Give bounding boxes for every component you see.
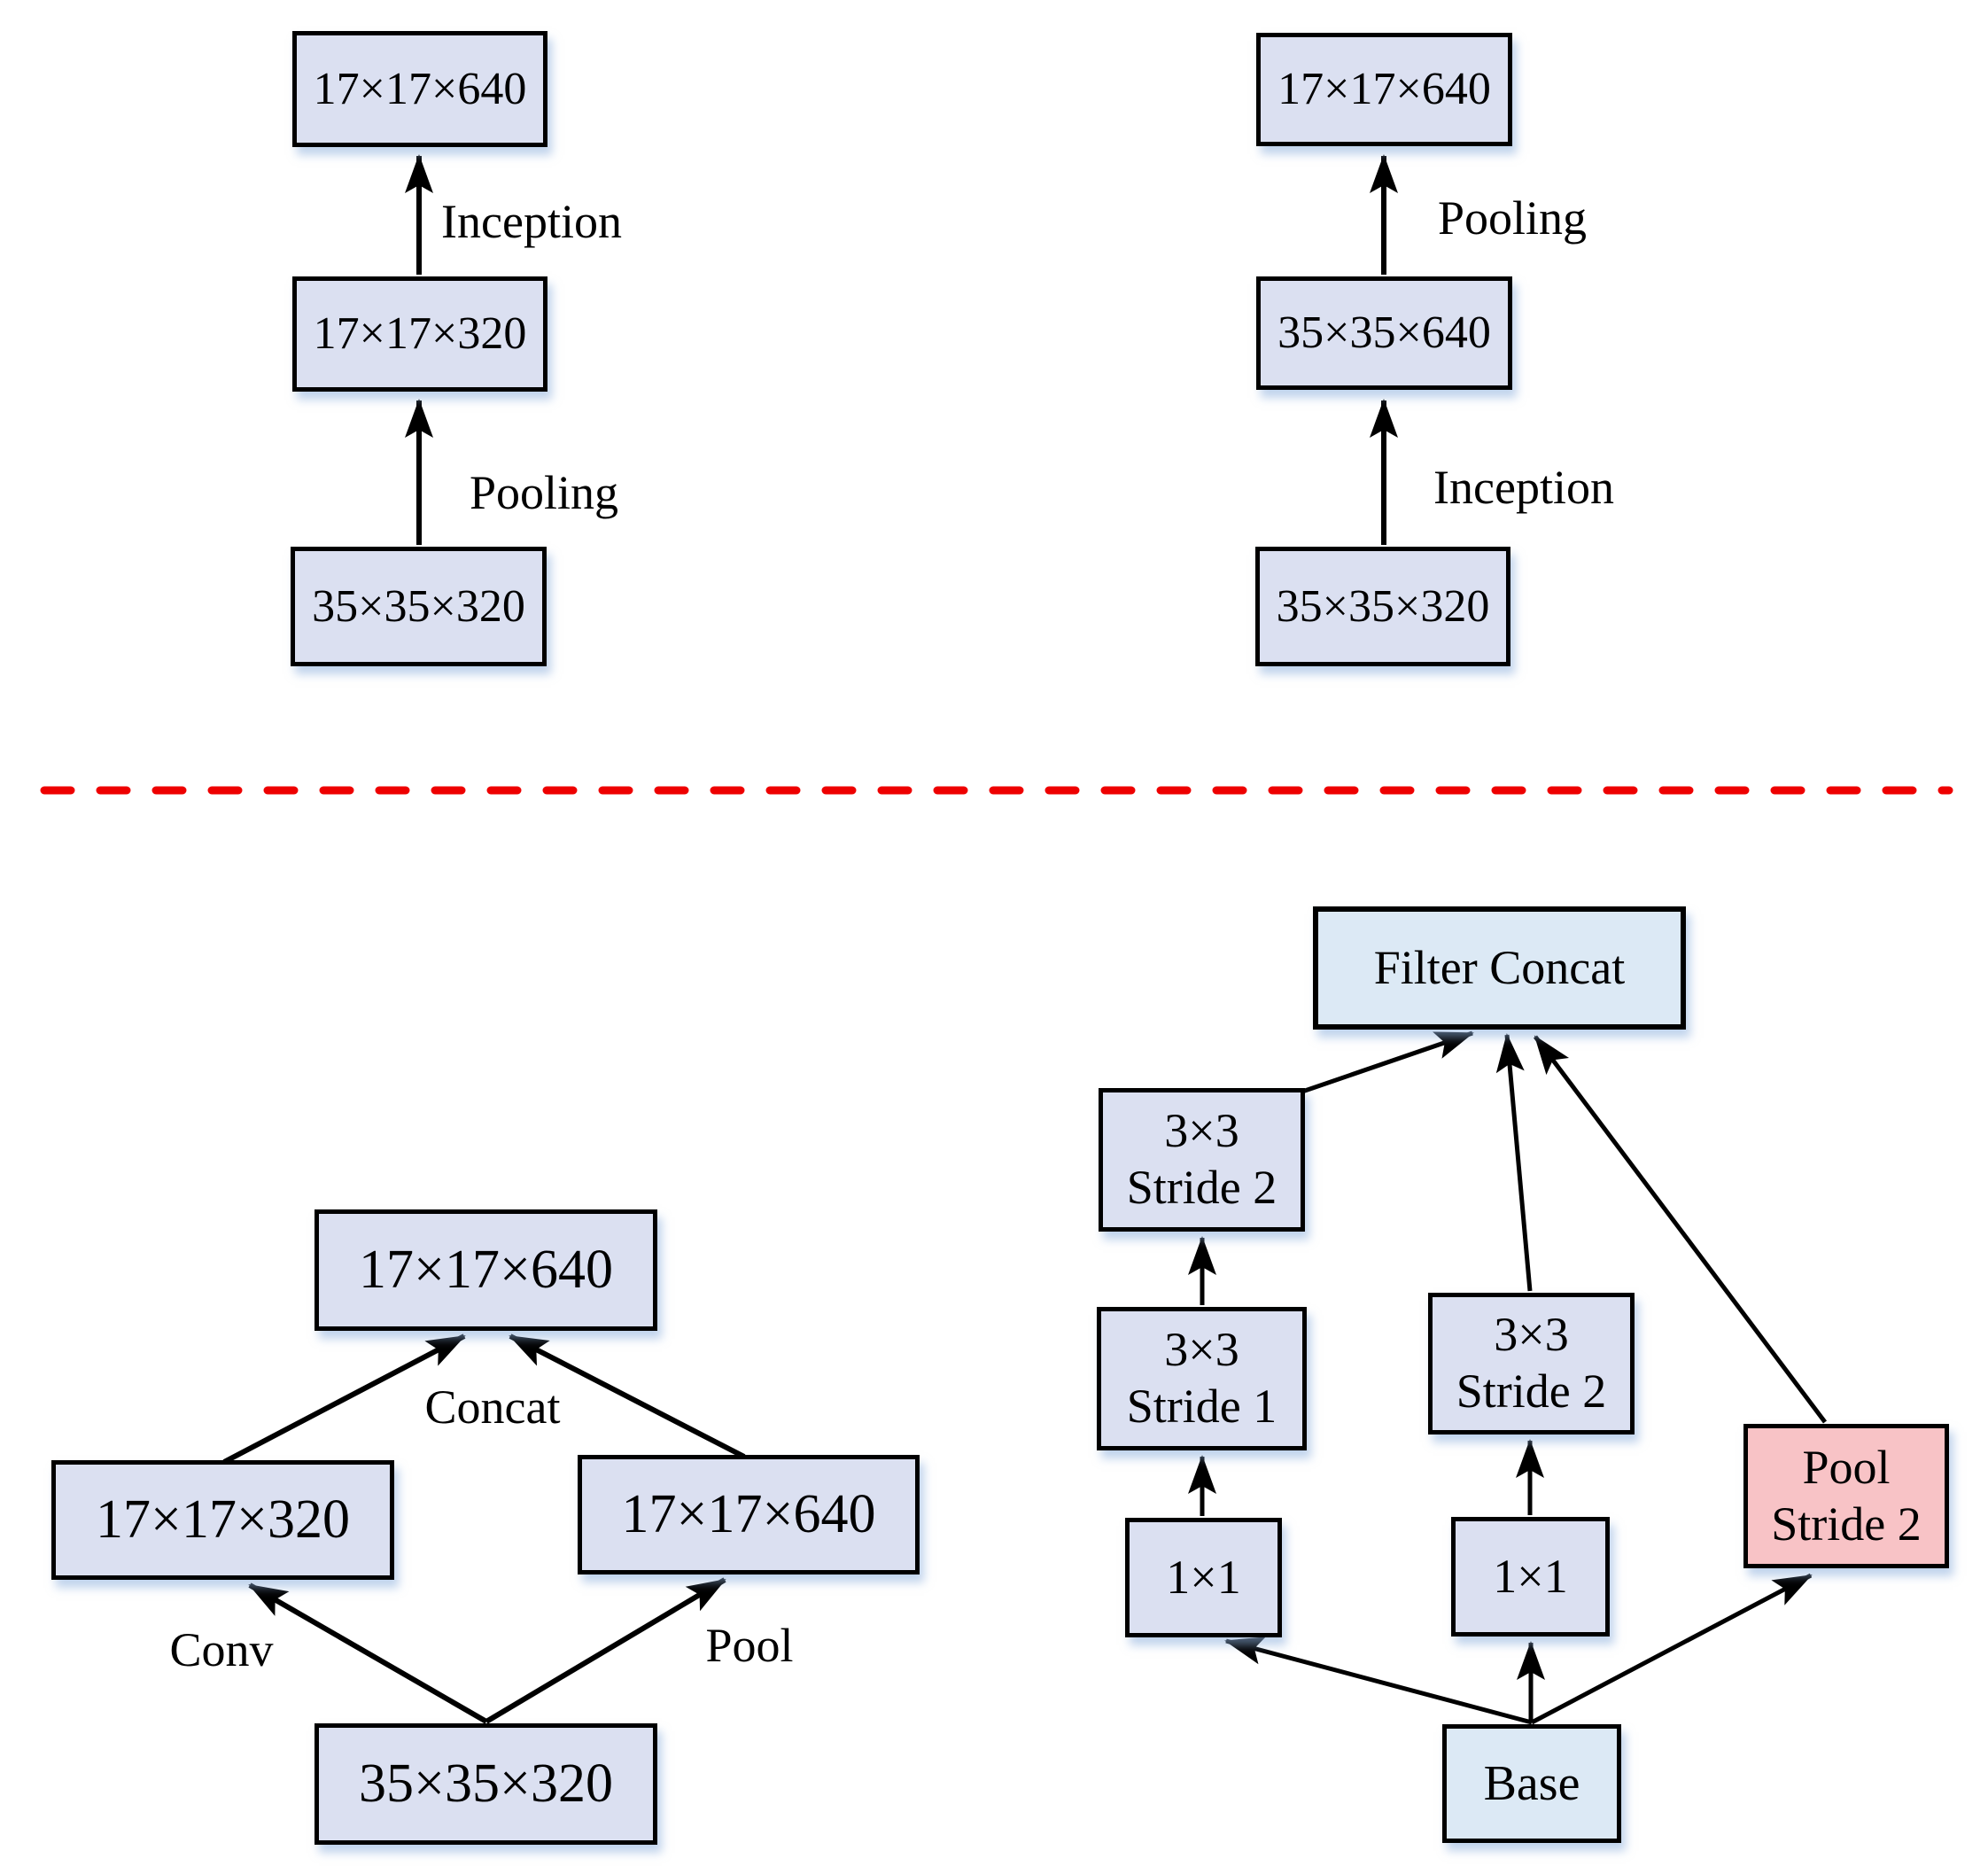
- tl-box-35x35x320: 35×35×320: [291, 547, 547, 666]
- br-left-3x3-stride1-box: 3×3 Stride 1: [1097, 1307, 1307, 1450]
- tr-edge-label-pooling: Pooling: [1437, 191, 1588, 245]
- br-left-3x3-stride2-box: 3×3 Stride 2: [1099, 1088, 1305, 1232]
- br-left-3x3-stride1-line1: 3×3: [1164, 1323, 1239, 1377]
- br-left-3x3-stride1-line2: Stride 1: [1126, 1380, 1277, 1433]
- br-pool-stride2-box: Pool Stride 2: [1743, 1424, 1949, 1568]
- br-mid-3x3-stride2-line1: 3×3: [1494, 1308, 1569, 1362]
- bl-edge-label-conv: Conv: [169, 1623, 274, 1676]
- tr-edge-label-inception: Inception: [1433, 461, 1614, 514]
- bl-edge-label-pool: Pool: [705, 1619, 794, 1672]
- bl-conv-arrow: [248, 1582, 488, 1724]
- br-left-3x3-stride2-line2: Stride 2: [1126, 1161, 1277, 1214]
- br-mid-1x1-label: 1×1: [1493, 1549, 1568, 1603]
- br-mid-3x3-stride2-box: 3×3 Stride 2: [1428, 1293, 1635, 1434]
- tr-box-17x17x640: 17×17×640: [1256, 33, 1512, 146]
- br-filter-concat-box: Filter Concat: [1313, 906, 1686, 1030]
- tr-box-17x17x640-label: 17×17×640: [1277, 64, 1491, 115]
- bl-box-right-label: 17×17×640: [621, 1483, 876, 1544]
- bl-box-left-17x17x320: 17×17×320: [51, 1460, 394, 1580]
- tr-box-35x35x640-label: 35×35×640: [1277, 307, 1491, 359]
- tl-box-17x17x320: 17×17×320: [292, 276, 547, 392]
- bl-pool-arrow: [485, 1577, 726, 1724]
- br-mid-3x3-stride2-line2: Stride 2: [1456, 1365, 1607, 1418]
- br-mid-1x1-box: 1×1: [1451, 1517, 1610, 1637]
- tr-box-35x35x320-label: 35×35×320: [1276, 580, 1490, 632]
- tl-box-35x35x320-label: 35×35×320: [312, 580, 525, 632]
- br-base-to-left-1x1-arrow: [1224, 1637, 1533, 1725]
- bl-box-top-17x17x640: 17×17×640: [315, 1209, 657, 1331]
- tr-box-35x35x640: 35×35×640: [1256, 276, 1512, 390]
- bl-box-right-17x17x640: 17×17×640: [578, 1455, 920, 1574]
- br-pool-stride2-line2: Stride 2: [1771, 1497, 1922, 1551]
- br-base-box: Base: [1442, 1724, 1621, 1843]
- br-left-to-filterconcat-arrow: [1301, 1030, 1474, 1094]
- bl-box-bottom-label: 35×35×320: [359, 1753, 613, 1814]
- tl-box-17x17x320-label: 17×17×320: [313, 308, 527, 360]
- tl-edge-label-pooling: Pooling: [469, 466, 619, 519]
- tr-box-35x35x320: 35×35×320: [1255, 547, 1510, 666]
- br-filter-concat-label: Filter Concat: [1373, 940, 1626, 994]
- br-base-label: Base: [1483, 1755, 1580, 1811]
- bl-box-left-label: 17×17×320: [96, 1489, 350, 1550]
- tl-box-17x17x640-label: 17×17×640: [313, 63, 527, 114]
- br-left-3x3-stride2-line1: 3×3: [1164, 1104, 1239, 1158]
- tl-edge-label-inception: Inception: [441, 195, 622, 248]
- bl-edge-label-concat: Concat: [424, 1380, 561, 1434]
- br-left-1x1-label: 1×1: [1166, 1550, 1241, 1604]
- bl-box-top-label: 17×17×640: [359, 1239, 613, 1300]
- br-left-1x1-box: 1×1: [1125, 1518, 1282, 1637]
- br-mid-to-filterconcat-arrow: [1495, 1033, 1533, 1292]
- br-pool-stride2-line1: Pool: [1802, 1440, 1891, 1494]
- bl-box-bottom-35x35x320: 35×35×320: [315, 1723, 657, 1845]
- tl-box-17x17x640: 17×17×640: [292, 31, 547, 147]
